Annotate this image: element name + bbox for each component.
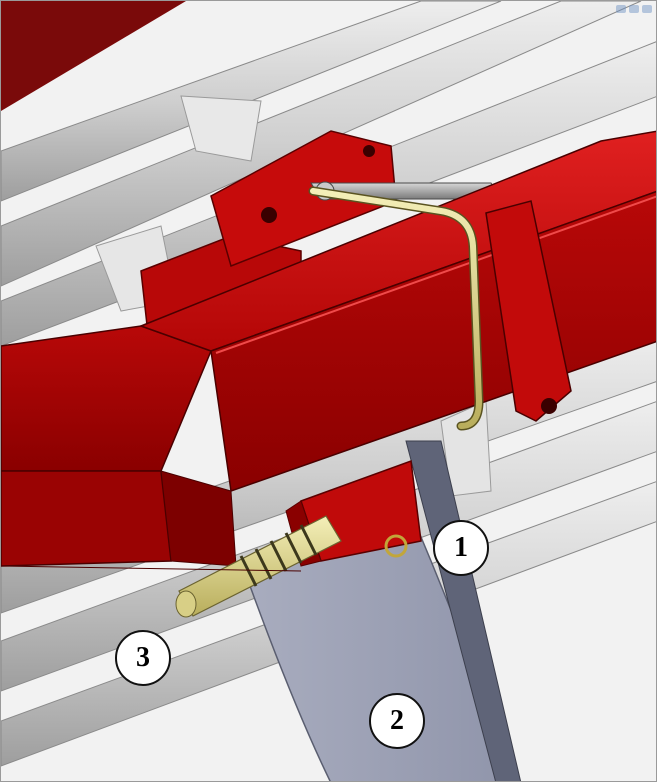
callout-2: 2 bbox=[369, 693, 425, 749]
view-icon bbox=[616, 5, 626, 13]
callout-3: 3 bbox=[115, 630, 171, 686]
u-bolt bbox=[308, 186, 484, 431]
rotate-icon bbox=[642, 5, 652, 13]
link-plate bbox=[485, 200, 572, 422]
spring-pin bbox=[175, 515, 408, 618]
viewport-toolbar bbox=[616, 5, 652, 13]
callout-1: 1 bbox=[433, 520, 489, 576]
background-frame-corner bbox=[1, 1, 186, 111]
zoom-icon bbox=[629, 5, 639, 13]
